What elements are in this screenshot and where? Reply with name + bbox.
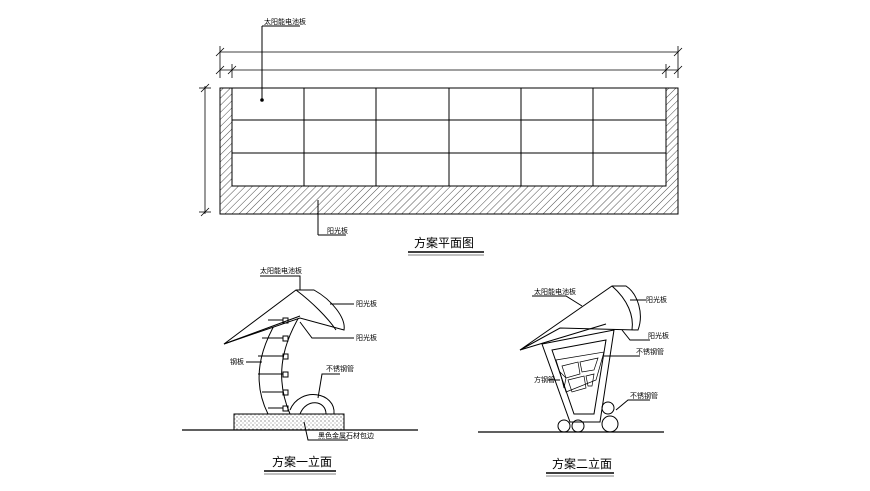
plan-label-solar: 太阳能电池板 xyxy=(264,17,306,26)
scheme-two-label-sunshade-top: 阳光板 xyxy=(646,295,667,304)
scheme-one-curved-body xyxy=(258,291,311,415)
scheme-one-elevation: 太阳能电池板 阳光板 阳光板 钢板 不锈钢管 黑色金属石材包边 方案一立面 xyxy=(182,266,418,475)
scheme-two-label-steel-tube: 方钢管 xyxy=(534,375,555,384)
scheme-two-label-sunshade-mid: 阳光板 xyxy=(648,331,669,340)
scheme-one-brackets xyxy=(258,317,289,412)
scheme-one-base xyxy=(233,413,345,431)
scheme-one-label-solar: 太阳能电池板 xyxy=(260,266,302,275)
plan-label-sunshade: 阳光板 xyxy=(327,226,348,235)
scheme-two-wheels xyxy=(557,401,619,433)
scheme-two-label-stainless-mid: 不锈钢管 xyxy=(636,347,664,356)
plan-dimension-lines xyxy=(199,46,683,217)
scheme-two-roof xyxy=(519,285,641,351)
scheme-one-title: 方案一立面 xyxy=(272,454,332,469)
plan-leader-sunshade xyxy=(317,200,346,236)
scheme-one-label-base: 黑色金属石材包边 xyxy=(318,431,374,440)
plan-leader-solar xyxy=(260,25,300,102)
scheme-two-stone-infill xyxy=(555,351,605,393)
scheme-one-roof xyxy=(223,289,345,345)
scheme-one-label-sunshade-top: 阳光板 xyxy=(356,299,377,308)
scheme-two-elevation: 太阳能电池板 阳光板 阳光板 不锈钢管 方钢管 不锈钢管 方案二立面 xyxy=(478,285,669,477)
scheme-one-label-sunshade-mid: 阳光板 xyxy=(356,333,377,342)
scheme-two-label-stainless-low: 不锈钢管 xyxy=(630,391,658,400)
plan-title: 方案平面图 xyxy=(414,235,474,250)
scheme-two-title: 方案二立面 xyxy=(552,456,612,471)
plan-view: 太阳能电池板 阳光板 方案平面图 xyxy=(199,17,683,256)
scheme-one-label-steel: 钢板 xyxy=(230,357,244,366)
plan-panel-grid xyxy=(231,87,667,187)
scheme-one-label-stainless: 不锈钢管 xyxy=(326,364,354,373)
scheme-two-label-solar: 太阳能电池板 xyxy=(534,287,576,296)
